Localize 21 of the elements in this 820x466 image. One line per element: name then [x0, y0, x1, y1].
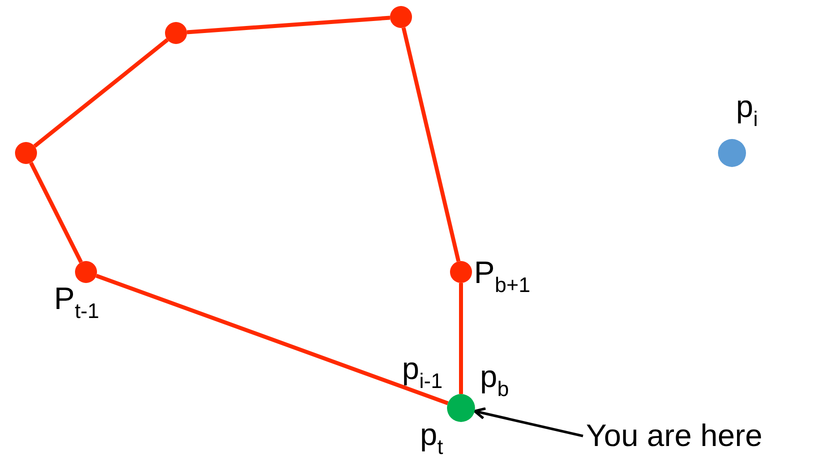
- point-dot: [450, 261, 472, 283]
- hull-edge: [33, 38, 169, 148]
- point-label: P$_{b+1}$: [474, 256, 530, 290]
- point-label: p$_{i}$: [736, 90, 758, 124]
- point-dot: [390, 6, 412, 28]
- pointer-arrow: [473, 407, 584, 438]
- point-dot: [15, 142, 37, 164]
- point-label: p$_{b}$: [480, 360, 509, 394]
- point-dot: [447, 394, 475, 422]
- point-label: P$_{t-1}$: [54, 282, 100, 316]
- annotation-text: You are here: [586, 418, 762, 454]
- hull-edge: [186, 16, 390, 34]
- hull-edge: [459, 283, 463, 394]
- point-dot: [165, 22, 187, 44]
- point-dot: [718, 139, 746, 167]
- point-label: p$_{i-1}$: [402, 352, 443, 386]
- hull-edge: [29, 162, 83, 264]
- point-dot: [75, 261, 97, 283]
- hull-edge: [96, 274, 449, 406]
- hull-edge: [402, 27, 460, 262]
- point-label: p$_{t}$: [420, 418, 444, 452]
